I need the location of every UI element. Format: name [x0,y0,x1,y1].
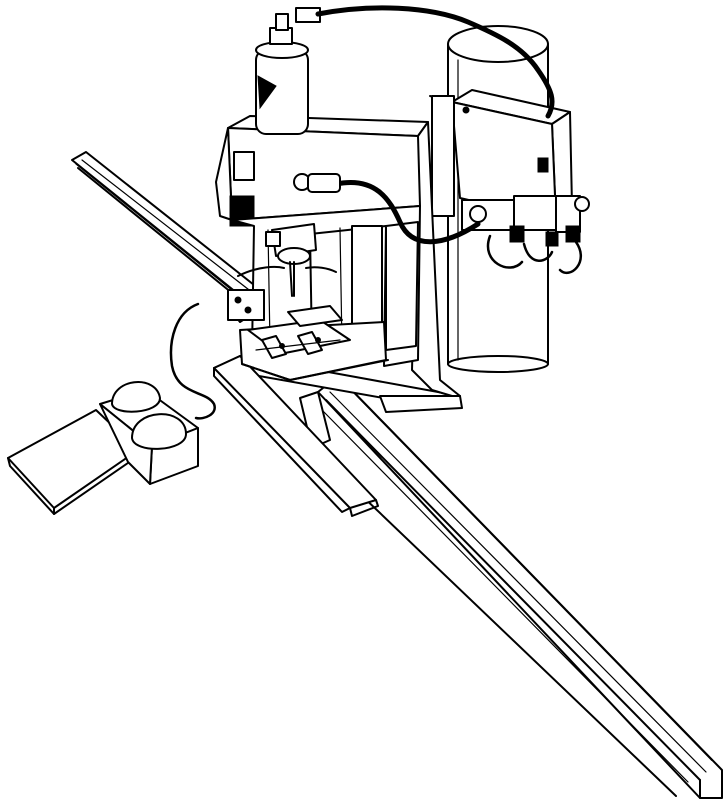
rail-bracket [227,289,265,321]
work-table [247,305,351,359]
valve-block [461,195,590,275]
electrical-box [429,89,573,221]
hydraulic-hose [293,173,481,245]
left-rail [71,151,269,323]
front-rail [299,375,723,799]
machine-frame [215,115,461,397]
foot-pedal [7,302,216,515]
air-hose [315,5,555,119]
spindle-head [237,223,337,297]
lubricator [255,7,321,135]
